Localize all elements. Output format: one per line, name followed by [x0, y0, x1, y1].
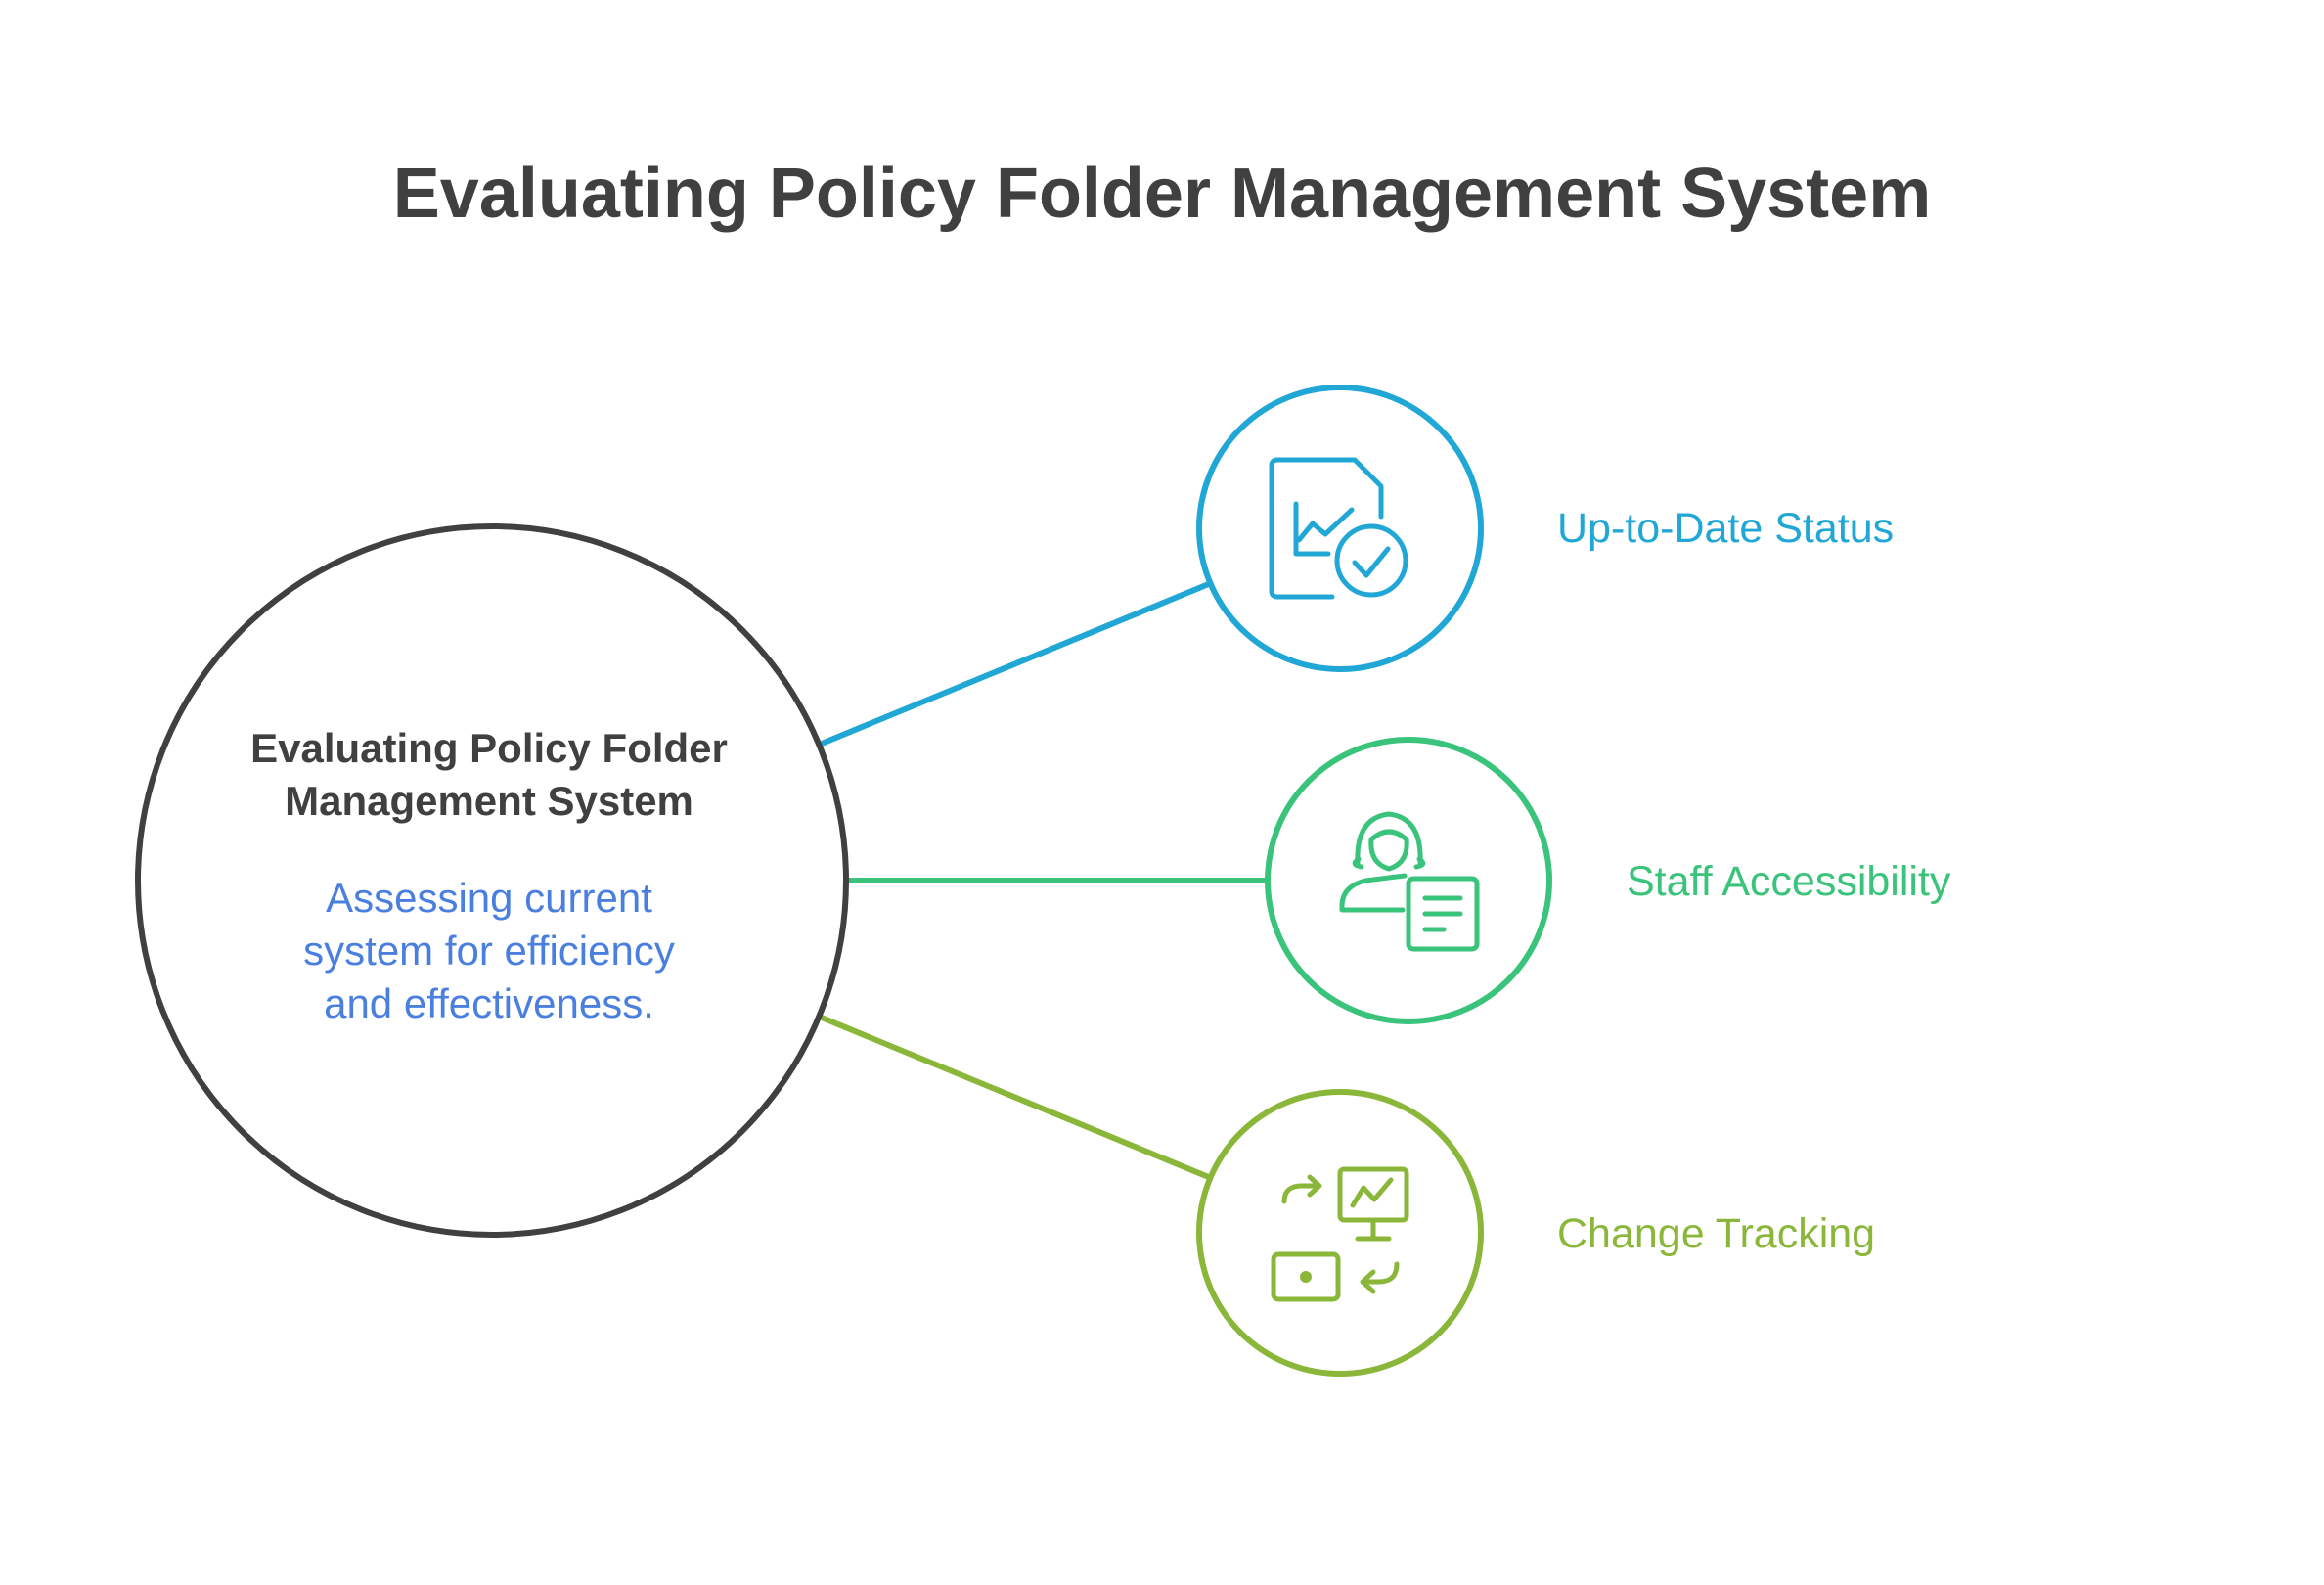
monitor-exchange-icon [1271, 1166, 1409, 1302]
connector-up-to-date [819, 580, 1214, 747]
document-chart-check-icon [1269, 457, 1408, 600]
center-title-line-2: Management System [285, 778, 693, 824]
connector-change-tracking [819, 1015, 1214, 1181]
branch-staff-accessibility: Staff Accessibility [1265, 737, 1951, 1024]
branch-circle-change-tracking [1196, 1089, 1484, 1377]
branch-up-to-date-status: Up-to-Date Status [1196, 385, 1894, 672]
branch-circle-up-to-date [1196, 385, 1484, 672]
branch-label-change-tracking: Change Tracking [1557, 1210, 1875, 1257]
page-title: Evaluating Policy Folder Management Syst… [393, 155, 1931, 233]
branch-label-up-to-date-status: Up-to-Date Status [1557, 505, 1894, 552]
center-title-line-1: Evaluating Policy Folder [250, 725, 728, 771]
center-description-line-3: and effectiveness. [324, 980, 654, 1026]
branch-change-tracking: Change Tracking [1196, 1089, 1875, 1377]
person-document-icon [1339, 811, 1480, 952]
center-description-line-1: Assessing current [326, 875, 652, 921]
center-description-line-2: system for efficiency [303, 928, 675, 974]
center-circle [135, 523, 849, 1238]
branch-label-staff-accessibility: Staff Accessibility [1627, 858, 1951, 905]
